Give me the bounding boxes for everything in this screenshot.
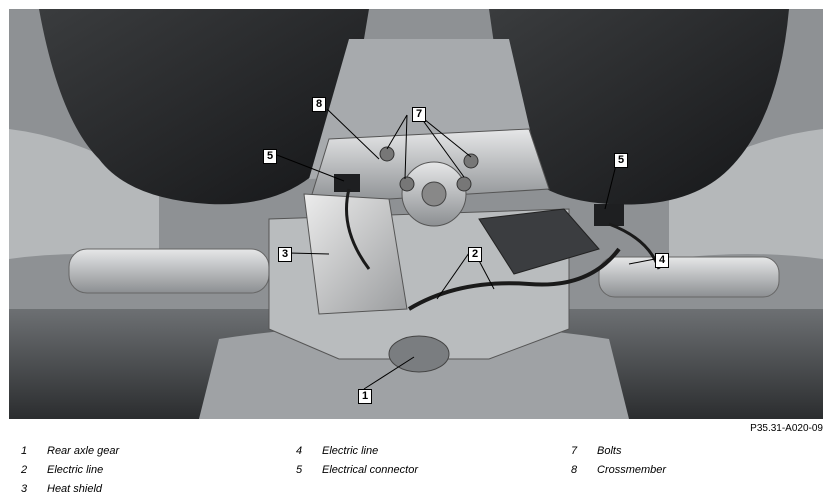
leader-lines [276,108,656,390]
callout-5-left: 5 [263,149,277,164]
legend-text: Electric line [47,464,104,476]
callout-5-right: 5 [614,153,628,168]
right-fuel-tank [489,9,789,205]
legend-text: Crossmember [597,464,667,476]
electrical-connector-left [334,174,360,192]
legend-text: Rear axle gear [47,445,120,457]
figure-code: P35.31-A020-09 [750,423,823,434]
heat-shield [303,193,408,315]
electrical-connector [594,204,624,226]
legend-number: 5 [296,464,303,476]
callout-4: 4 [655,253,669,268]
rear-axle-illustration [9,9,823,419]
legend-text: Electrical connector [322,464,418,476]
legend-number: 7 [571,445,578,457]
legend-text: Heat shield [47,483,103,495]
legend-number: 2 [21,464,28,476]
legend-text: Electric line [322,445,379,457]
gear-drain-cover [388,335,450,373]
callout-1: 1 [358,389,372,404]
legend-number: 1 [21,445,28,457]
bolt [463,153,479,169]
callout-8: 8 [312,97,326,112]
legend-text: Bolts [597,445,622,457]
legend-number: 4 [296,445,303,457]
left-drive-shaft [68,248,270,294]
left-frame [9,129,159,259]
right-frame [669,129,823,259]
legend-number: 8 [571,464,578,476]
callout-3: 3 [278,247,292,262]
callout-7: 7 [412,107,426,122]
right-drive-shaft [598,256,780,298]
callout-2: 2 [468,247,482,262]
technical-illustration: 8 7 5 5 3 2 4 1 [9,9,823,419]
bolt [399,176,415,192]
legend-number: 3 [21,483,28,495]
bolt [379,146,395,162]
left-fuel-tank [39,9,369,205]
bolt [456,176,472,192]
actuator-motor [478,208,600,275]
